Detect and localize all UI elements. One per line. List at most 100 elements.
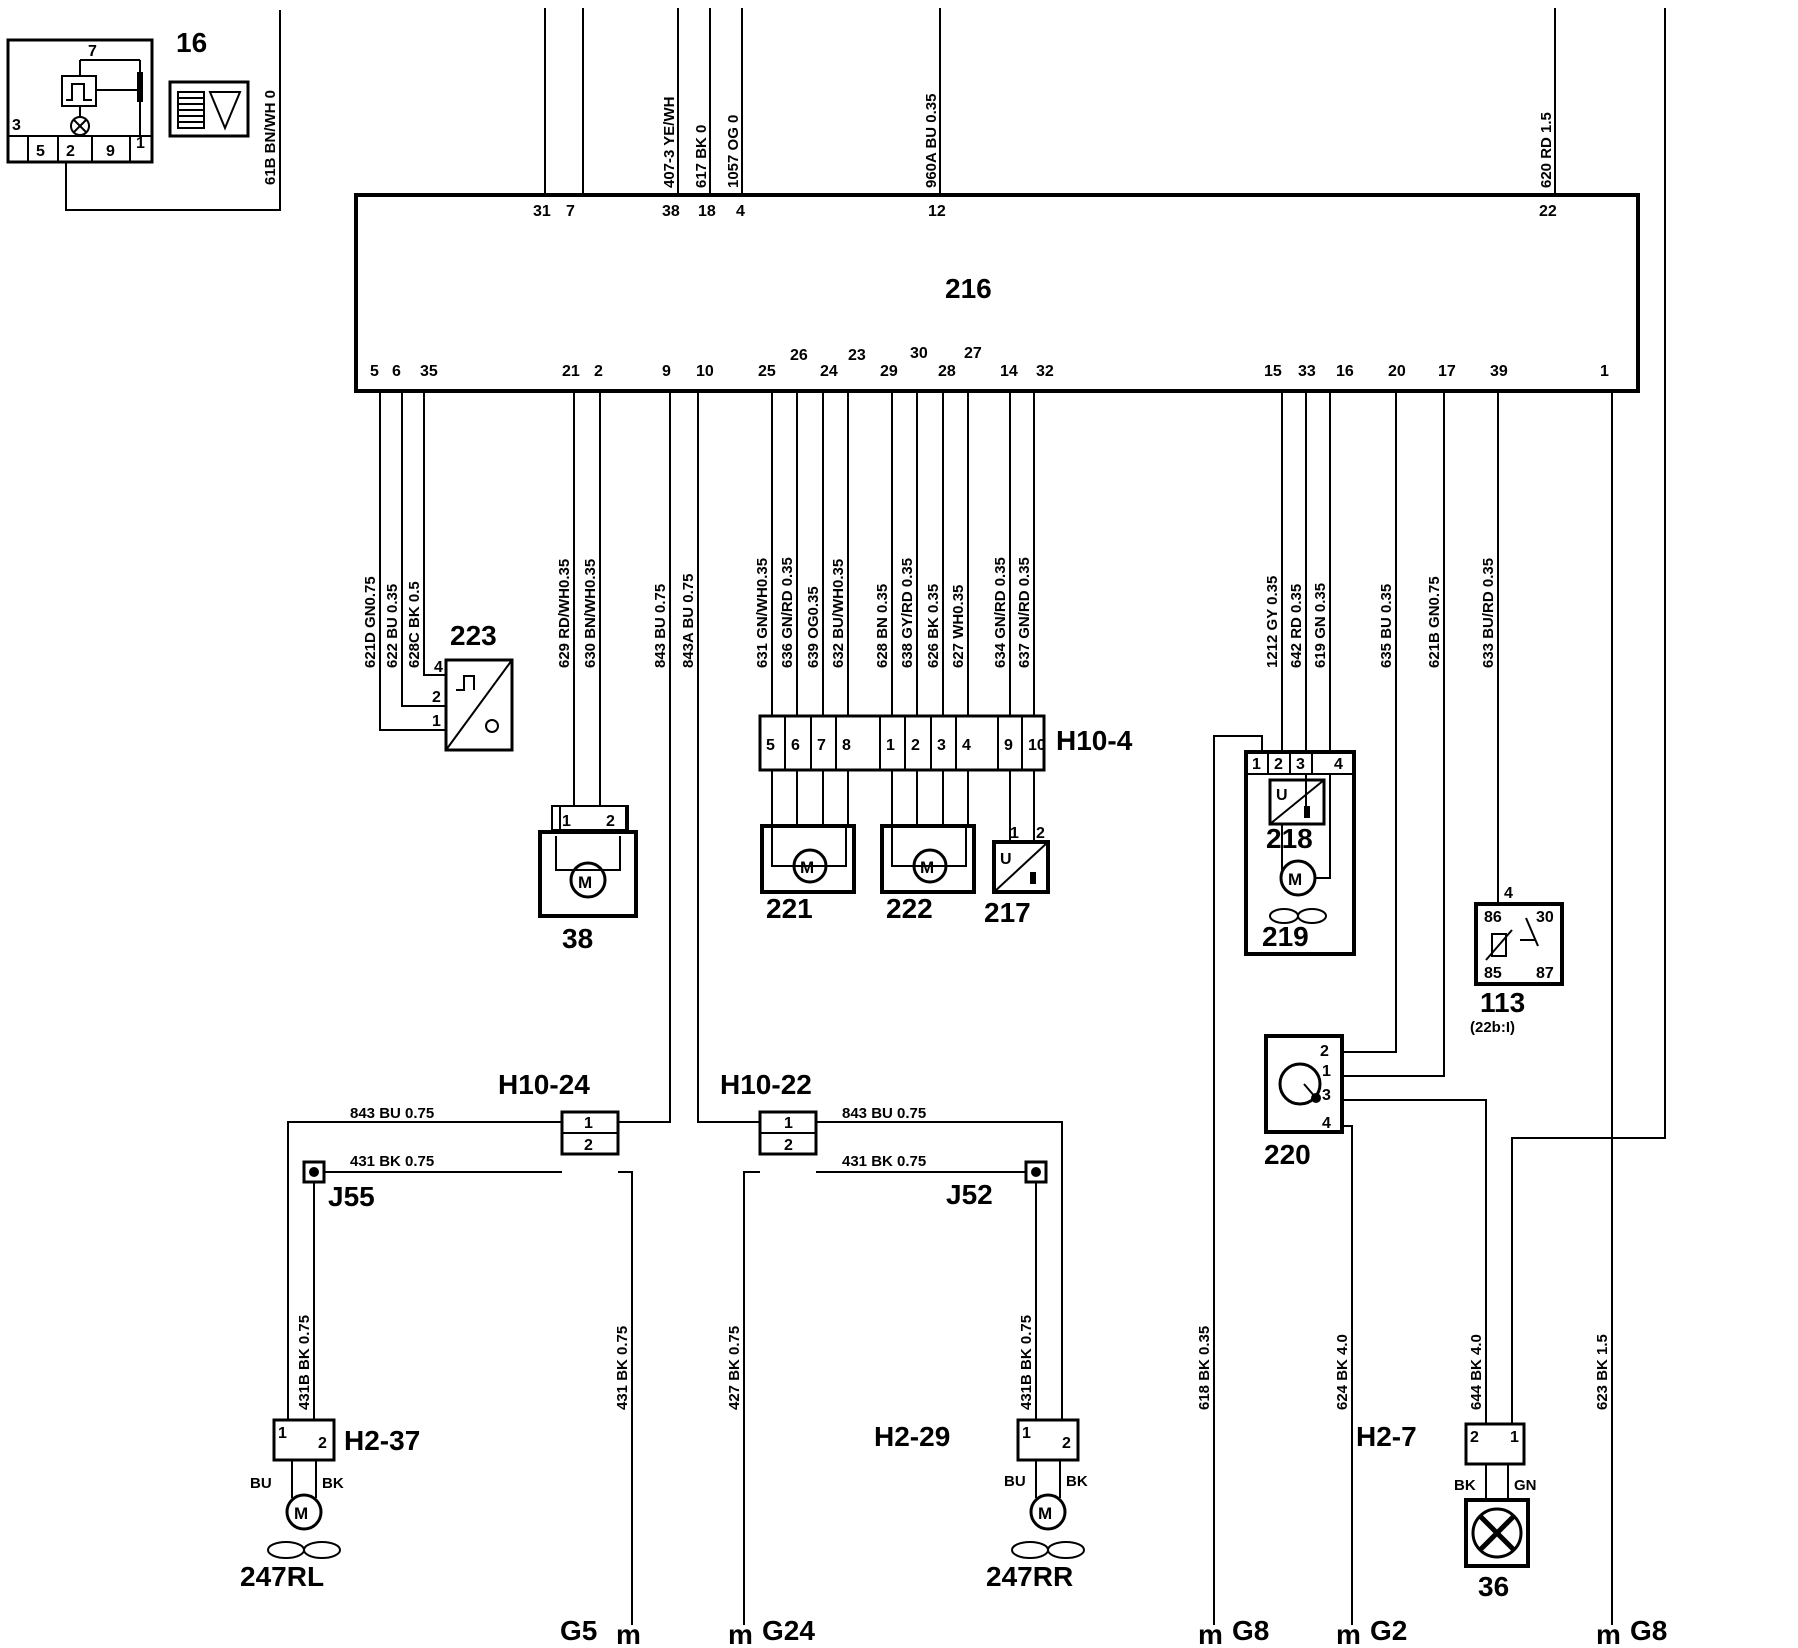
wire-1057: 1057 OG 0 bbox=[725, 115, 742, 188]
wire-621d: 621D GN0.75 bbox=[362, 576, 379, 668]
h10-24-label: H10-24 bbox=[498, 1069, 590, 1100]
c113-ref: (22b:I) bbox=[1470, 1019, 1515, 1036]
wire-1212: 1212 GY 0.35 bbox=[1264, 576, 1281, 668]
c223-pin-1: 1 bbox=[432, 713, 441, 730]
h10-22-pin-2: 2 bbox=[784, 1137, 793, 1154]
c217-u: U bbox=[1000, 851, 1012, 868]
c219-label: 219 bbox=[1262, 921, 1309, 952]
c220-pin-3: 3 bbox=[1322, 1087, 1331, 1104]
wire-629: 629 RD/WH0.35 bbox=[556, 559, 573, 668]
wire-407-3: 407-3 YE/WH bbox=[661, 97, 678, 188]
ecu-top-pin: 18 bbox=[698, 203, 716, 220]
c223-label: 223 bbox=[450, 620, 497, 651]
wire-431-right: 431 BK 0.75 bbox=[842, 1153, 926, 1170]
h10-4-label: H10-4 bbox=[1056, 725, 1133, 756]
h2-37-label: H2-37 bbox=[344, 1425, 420, 1456]
ecu-bottom-pin: 21 bbox=[562, 363, 580, 380]
wire-label: 637 GN/RD 0.35 bbox=[1016, 557, 1033, 668]
ecu-bottom-pin: 30 bbox=[910, 345, 928, 362]
wire-431-left: 431 BK 0.75 bbox=[350, 1153, 434, 1170]
wire-843: 843 BU 0.75 bbox=[652, 584, 669, 668]
wire-431-drop: 431 BK 0.75 bbox=[614, 1326, 631, 1410]
h2-37-pin-2: 2 bbox=[318, 1435, 327, 1452]
ecu-bottom-pin: 9 bbox=[662, 363, 671, 380]
c220-pin-2: 2 bbox=[1320, 1043, 1329, 1060]
svg-text:m: m bbox=[616, 1619, 641, 1648]
c38-label: 38 bbox=[562, 923, 593, 954]
component-38: M 1 2 38 629 RD/WH0.35 630 BN/WH0.35 bbox=[538, 391, 638, 954]
wire-label: 631 GN/WH0.35 bbox=[754, 558, 771, 668]
ground-icon: m G8 bbox=[1198, 1615, 1269, 1648]
ecu-bottom-pin: 2 bbox=[594, 363, 603, 380]
h2-29-pin-2: 2 bbox=[1062, 1435, 1071, 1452]
motor-icon: M bbox=[578, 873, 592, 892]
component-16: 7 3 5 2 9 1 16 61B BN/WH 0 bbox=[6, 10, 281, 211]
motor-icon: M bbox=[920, 858, 934, 877]
ecu-bottom-pin: 35 bbox=[420, 363, 438, 380]
wire-431b-right: 431B BK 0.75 bbox=[1018, 1315, 1035, 1410]
ecu-top-pin: 7 bbox=[566, 203, 575, 220]
ecu-top-pin: 38 bbox=[662, 203, 680, 220]
wire-618: 618 BK 0.35 bbox=[1196, 1326, 1213, 1410]
h10-4-pin: 7 bbox=[817, 737, 826, 754]
h10-4-pin: 5 bbox=[766, 737, 775, 754]
c223-pin-4: 4 bbox=[434, 659, 443, 676]
c113-label: 113 bbox=[1480, 987, 1525, 1018]
fan-icon bbox=[1269, 908, 1327, 924]
ground-g8-right: G8 bbox=[1630, 1615, 1667, 1646]
c16-pin-3: 3 bbox=[12, 117, 21, 134]
h10-24-pin-1: 1 bbox=[584, 1115, 593, 1132]
h10-24-pin-2: 2 bbox=[584, 1137, 593, 1154]
ecu-bottom-pin: 6 bbox=[392, 363, 401, 380]
c218-pin-4: 4 bbox=[1334, 756, 1343, 773]
ground-g2: G2 bbox=[1370, 1615, 1407, 1646]
wire-622: 622 BU 0.35 bbox=[384, 584, 401, 668]
wire-843-right: 843 BU 0.75 bbox=[842, 1105, 926, 1122]
component-223: 4 2 1 223 621D GN0.75 622 BU 0.35 628C B… bbox=[362, 391, 514, 752]
c217-pin-2: 2 bbox=[1036, 825, 1045, 842]
c247rr-label: 247RR bbox=[986, 1561, 1073, 1592]
wires-843: 843 BU 0.75 843A BU 0.75 bbox=[614, 391, 760, 1123]
lead-bk: BK bbox=[1066, 1473, 1088, 1490]
c16-label: 16 bbox=[176, 27, 207, 58]
c16-pin-2: 2 bbox=[66, 143, 75, 160]
ground-icon: m G2 bbox=[1336, 1615, 1407, 1648]
c216-label: 216 bbox=[945, 273, 992, 304]
ground-g5: G5 bbox=[560, 1615, 597, 1646]
ecu-bottom-pin: 1 bbox=[1600, 363, 1609, 380]
wire-843-left: 843 BU 0.75 bbox=[350, 1105, 434, 1122]
component-220: 2 1 3 4 220 635 BU 0.35 621B GN0.75 624 … bbox=[1264, 391, 1487, 1625]
fan-icon bbox=[267, 1541, 341, 1559]
wire-427: 427 BK 0.75 bbox=[726, 1326, 743, 1410]
ecu-bottom-pin: 16 bbox=[1336, 363, 1354, 380]
svg-text:m: m bbox=[1198, 1619, 1223, 1648]
c217-pin-1: 1 bbox=[1010, 825, 1019, 842]
top-wires: 407-3 YE/WH 617 BK 0 1057 OG 0 960A BU 0… bbox=[544, 8, 1556, 195]
ecu-top-pin: 12 bbox=[928, 203, 946, 220]
wire-628c: 628C BK 0.5 bbox=[406, 581, 423, 668]
h2-7-pin-2: 2 bbox=[1470, 1429, 1479, 1446]
h10-4-pin: 10 bbox=[1028, 737, 1046, 754]
c218-u: U bbox=[1276, 787, 1288, 804]
ecu-bottom-pin: 15 bbox=[1264, 363, 1282, 380]
relay-pin-86: 86 bbox=[1484, 909, 1502, 926]
j55-label: J55 bbox=[328, 1181, 375, 1212]
wire-644: 644 BK 4.0 bbox=[1468, 1334, 1485, 1410]
motor-icon: M bbox=[294, 1504, 308, 1523]
ecu-bottom-pin: 32 bbox=[1036, 363, 1054, 380]
wire-label: 639 OG0.35 bbox=[805, 586, 822, 668]
wire-642: 642 RD 0.35 bbox=[1288, 584, 1305, 668]
c217-label: 217 bbox=[984, 897, 1031, 928]
h10-22-pin-1: 1 bbox=[784, 1115, 793, 1132]
indicator-icon bbox=[177, 91, 242, 131]
relay-pin-85: 85 bbox=[1484, 965, 1502, 982]
component-222: M 222 bbox=[880, 824, 976, 924]
h10-4-pin: 1 bbox=[886, 737, 895, 754]
ground-g8-left: G8 bbox=[1232, 1615, 1269, 1646]
h10-4-pin: 3 bbox=[937, 737, 946, 754]
wire-620: 620 RD 1.5 bbox=[1538, 112, 1555, 188]
ground-icon: G5 m bbox=[560, 1615, 641, 1648]
